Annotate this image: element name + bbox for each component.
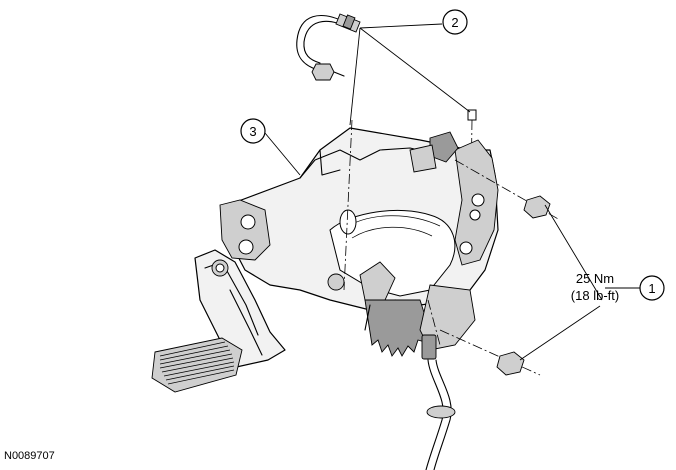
callout-3: 3 [240,118,266,144]
lower-brake-cable [425,359,456,470]
callout-1-label: 1 [648,281,655,296]
callout-2: 2 [442,9,468,35]
upper-right-nut [454,159,561,221]
parking-brake-control-assembly [219,119,499,360]
torque-imperial: (18 lb-ft) [570,288,620,303]
upper-brake-cable [296,13,361,81]
leader-lines [264,23,640,361]
torque-metric: 25 Nm [575,271,615,286]
callout-2-label: 2 [451,15,458,30]
pedal-arm [194,249,286,369]
torque-spec: 25 Nm (18 lb-ft) [555,270,635,304]
lower-right-nut [439,329,541,376]
callout-1: 1 [639,275,665,301]
figure-reference: N0089707 [4,450,55,462]
callout-3-label: 3 [249,124,256,139]
pedal-pad [151,337,243,393]
